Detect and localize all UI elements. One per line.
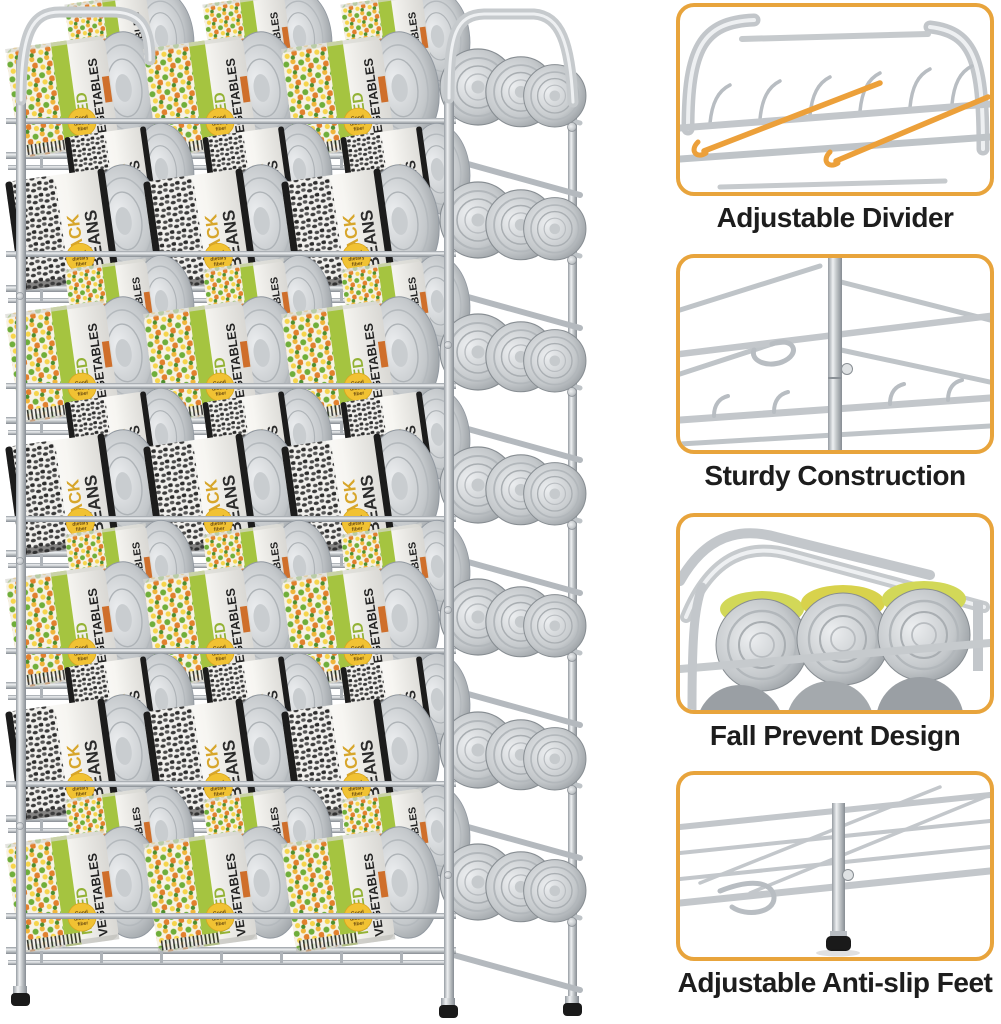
divider-highlight	[691, 80, 990, 168]
front-left-post	[16, 60, 26, 990]
left-handle-arch	[15, 6, 156, 106]
fall-prevent-rail	[680, 639, 990, 673]
feature-caption: Sturdy Construction	[704, 460, 966, 491]
feature-callouts: Adjustable Divider	[676, 0, 994, 1005]
can-ends	[715, 588, 971, 692]
feature-card-sturdy-construction: Sturdy Construction	[676, 254, 994, 513]
feature-thumb-sturdy-construction	[676, 254, 994, 454]
feature-caption: Fall Prevent Design	[709, 720, 961, 751]
feature-thumb-adjustable-divider	[676, 3, 994, 196]
feature-card-adjustable-divider: Adjustable Divider	[676, 3, 994, 254]
lower-can-row	[700, 677, 963, 710]
front-right-post	[444, 75, 454, 1002]
feature-caption: Adjustable Divider	[716, 202, 954, 233]
tier-7	[5, 782, 586, 990]
back-right-post	[568, 90, 577, 1002]
right-handle-arch	[443, 8, 579, 108]
feature-thumb-fall-prevent	[676, 513, 994, 714]
can-rack-product-photo: MIXED VEGETABLES Good dietary fiber	[0, 0, 662, 1018]
feature-caption: Adjustable Anti-slip Feet	[677, 967, 993, 998]
connector-screw	[842, 869, 854, 881]
connector-screw	[841, 363, 853, 375]
feature-card-fall-prevent: Fall Prevent Design	[676, 513, 994, 771]
feature-thumb-anti-slip-feet	[676, 771, 994, 961]
feature-card-anti-slip-feet: Adjustable Anti-slip Feet	[676, 771, 994, 1005]
anti-slip-foot	[816, 931, 860, 957]
